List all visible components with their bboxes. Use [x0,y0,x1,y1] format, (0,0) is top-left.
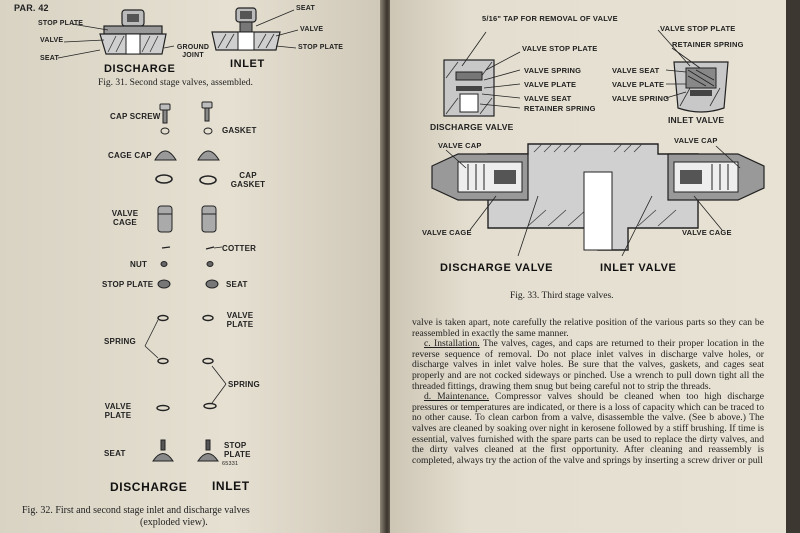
fig32-caption-line1: Fig. 32. First and second stage inlet an… [22,505,250,516]
fig31-valve-label: VALVE [40,37,64,44]
fig31-valve-label-right: VALVE [300,26,324,33]
page-header: PAR. 42 [14,3,49,13]
fig33-leader-lines [445,29,741,257]
discharge-valve-assembled-drawing [99,9,167,55]
fig31-inlet-title: INLET [230,58,265,70]
installation-paragraph: The valves, cages, and caps are returned… [412,338,764,392]
maintenance-paragraph: Compressor valves should be cleaned when… [412,391,764,466]
fig32-valve-plate-label-left: VALVE PLATE [104,402,132,420]
fig31-seat-label-right: SEAT [296,5,315,12]
fig33-valve-cap-label-left: VALVE CAP [438,141,482,150]
fig32-cage-cap-label: CAGE CAP [108,151,152,160]
fig33-valve-stop-plate-label-right: VALVE STOP PLATE [660,24,736,33]
fig33-retainer-spring-label-right: RETAINER SPRING [672,40,744,49]
page-edge-shadow [786,0,800,533]
fig33-discharge-valve-small-title: DISCHARGE VALVE [430,122,514,132]
maintenance-heading: d. Maintenance. [424,391,490,403]
third-stage-valves-section-drawing [431,143,765,251]
fig31-stop-plate-label: STOP PLATE [38,20,84,27]
fig33-tap-label: 5/16" TAP FOR REMOVAL OF VALVE [482,14,618,23]
fig32-stop-plate-label: STOP PLATE [102,280,154,289]
fig32-caption-line2: (exploded view). [140,517,208,528]
inlet-valve-assembled-drawing [211,7,281,51]
fig33-valve-spring-label-right: VALVE SPRING [612,94,670,103]
fig31-caption: Fig. 31. Second stage valves, assembled. [98,78,253,88]
fig32-spring-label-left: SPRING [104,337,136,346]
fig33-caption: Fig. 33. Third stage valves. [510,291,614,301]
fig33-valve-cage-label-left: VALVE CAGE [422,228,472,237]
fig32-valve-plate-label-right: VALVE PLATE [226,311,254,329]
fig32-inlet-title: INLET [212,479,250,493]
fig31-seat-label: SEAT [40,55,59,62]
fig32-exploded-parts [144,101,227,462]
fig33-valve-spring-label: VALVE SPRING [524,66,582,75]
fig31-stop-plate-label-right: STOP PLATE [298,44,344,51]
fig32-cap-gasket-label: CAP GASKET [230,171,266,189]
fig32-stop-plate-label-right: STOP PLATE [224,441,251,459]
fig32-seat-label-left: SEAT [104,449,126,458]
fig33-valve-seat-label: VALVE SEAT [524,94,572,103]
fig32-gasket-label: GASKET [222,126,257,135]
fig33-valve-cage-label-right: VALVE CAGE [682,228,732,237]
fig33-discharge-valve-title: DISCHARGE VALVE [440,262,554,274]
small-inlet-valve-drawing [673,61,729,113]
fig32-discharge-title: DISCHARGE [110,480,188,494]
fig31-leader-lines [57,9,299,59]
fig32-spring-label-right: SPRING [228,380,260,389]
fig33-inlet-valve-small-title: INLET VALVE [668,115,725,125]
fig33-valve-plate-label-right: VALVE PLATE [612,80,665,89]
fig32-nut-label: NUT [130,260,148,269]
fig32-plate-number: 65331 [222,461,239,467]
fig33-valve-stop-plate-label: VALVE STOP PLATE [522,44,598,53]
fig33-inlet-valve-title: INLET VALVE [600,262,677,274]
fig33-valve-cap-label-right: VALVE CAP [674,136,718,145]
body-text: valve is taken apart, note carefully the… [412,317,764,466]
right-page: 5/16" TAP FOR REMOVAL OF VALVE VALVE STO… [390,0,786,533]
fig32-seat-label-right: SEAT [226,280,248,289]
fig31-discharge-title: DISCHARGE [104,63,176,75]
fig31-ground-joint-label: GROUND JOINT [176,44,210,59]
fig33-valve-seat-label-right: VALVE SEAT [612,66,660,75]
fig32-cap-screw-label: CAP SCREW [110,112,161,121]
fig33-valve-plate-label: VALVE PLATE [524,80,577,89]
fig32-valve-cage-label: VALVE CAGE [111,209,139,227]
left-page: PAR. 42 STOP PLATE VALVE SEAT [0,0,384,533]
paragraph-continued: valve is taken apart, note carefully the… [412,317,764,339]
fig33-retainer-spring-label: RETAINER SPRING [524,104,596,113]
installation-heading: c. Installation. [424,338,480,350]
fig32-cotter-label: COTTER [222,244,257,253]
